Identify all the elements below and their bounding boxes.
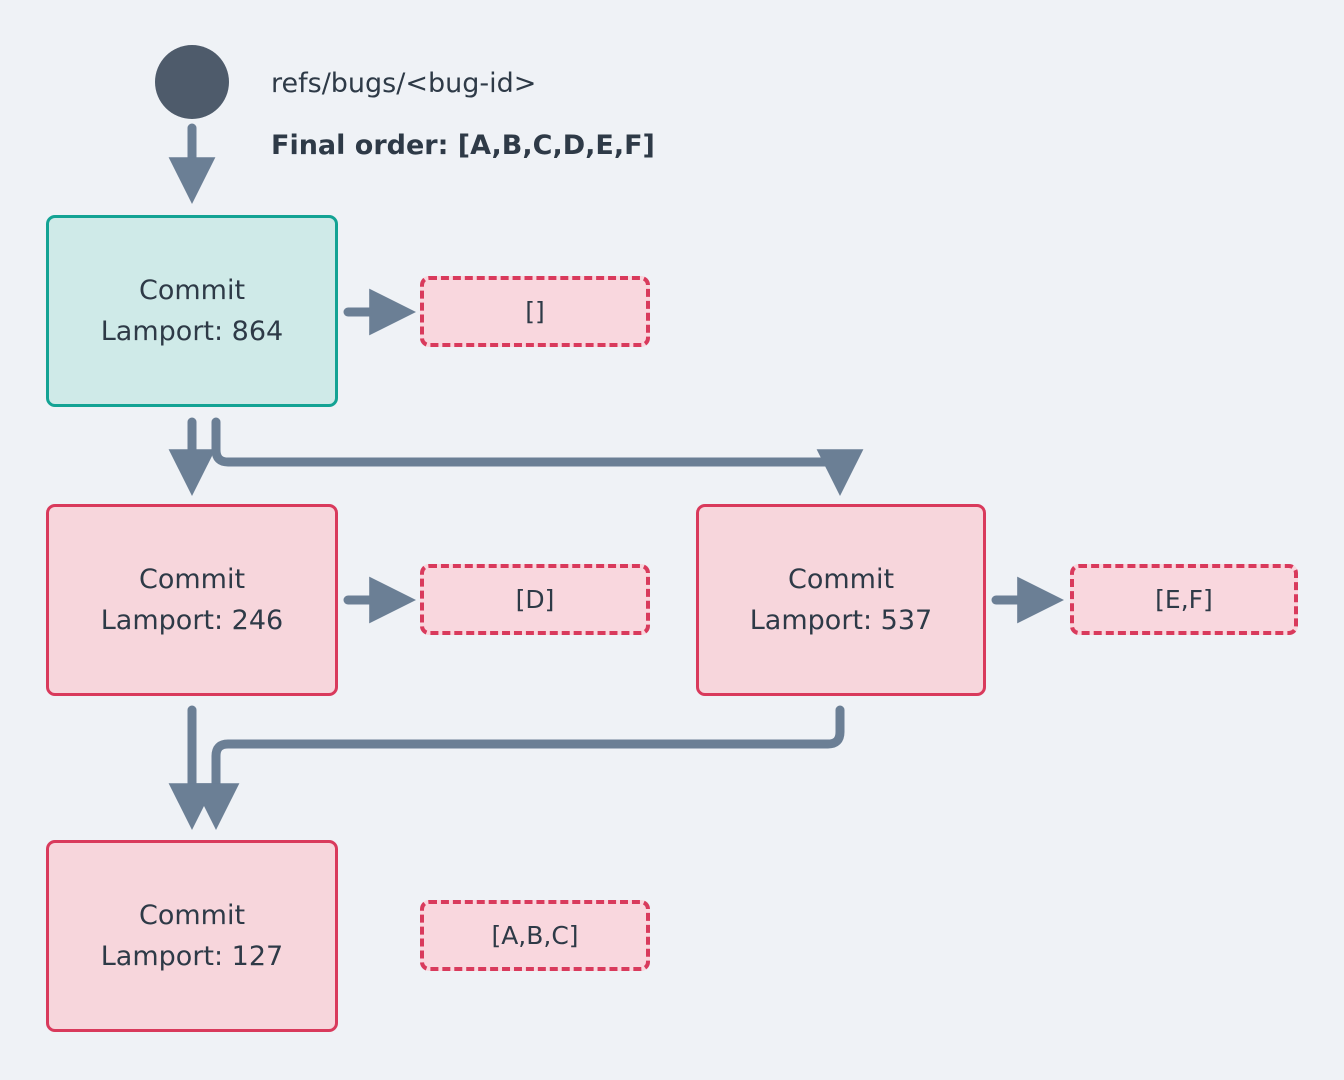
payload-text: [D] (515, 585, 555, 614)
payload-box-127[interactable]: [A,B,C] (420, 900, 650, 971)
payload-box-246[interactable]: [D] (420, 564, 650, 635)
payload-box-537[interactable]: [E,F] (1070, 564, 1298, 635)
commit-lamport: Lamport: 864 (100, 316, 284, 347)
commit-node-127[interactable]: Commit Lamport: 127 (46, 840, 338, 1032)
ref-head-dot (155, 45, 229, 119)
edge-commit537-to-commit127 (192, 705, 845, 830)
commit-title: Commit (138, 899, 246, 931)
commit-title: Commit (138, 274, 246, 306)
commit-lamport: Lamport: 537 (749, 605, 933, 636)
final-order-label: Final order: [A,B,C,D,E,F] (271, 130, 655, 161)
payload-text: [E,F] (1155, 585, 1213, 614)
commit-node-537[interactable]: Commit Lamport: 537 (696, 504, 986, 696)
edge-commit864-to-commit537 (211, 417, 864, 496)
commit-title: Commit (787, 563, 895, 595)
commit-lamport: Lamport: 246 (100, 605, 284, 636)
payload-box-864[interactable]: [] (420, 276, 650, 347)
commit-node-864[interactable]: Commit Lamport: 864 (46, 215, 338, 407)
commit-node-246[interactable]: Commit Lamport: 246 (46, 504, 338, 696)
payload-text: [] (525, 297, 545, 326)
payload-text: [A,B,C] (491, 921, 579, 950)
commit-lamport: Lamport: 127 (100, 941, 284, 972)
commit-title: Commit (138, 563, 246, 595)
ref-name-label: refs/bugs/<bug-id> (271, 68, 537, 99)
